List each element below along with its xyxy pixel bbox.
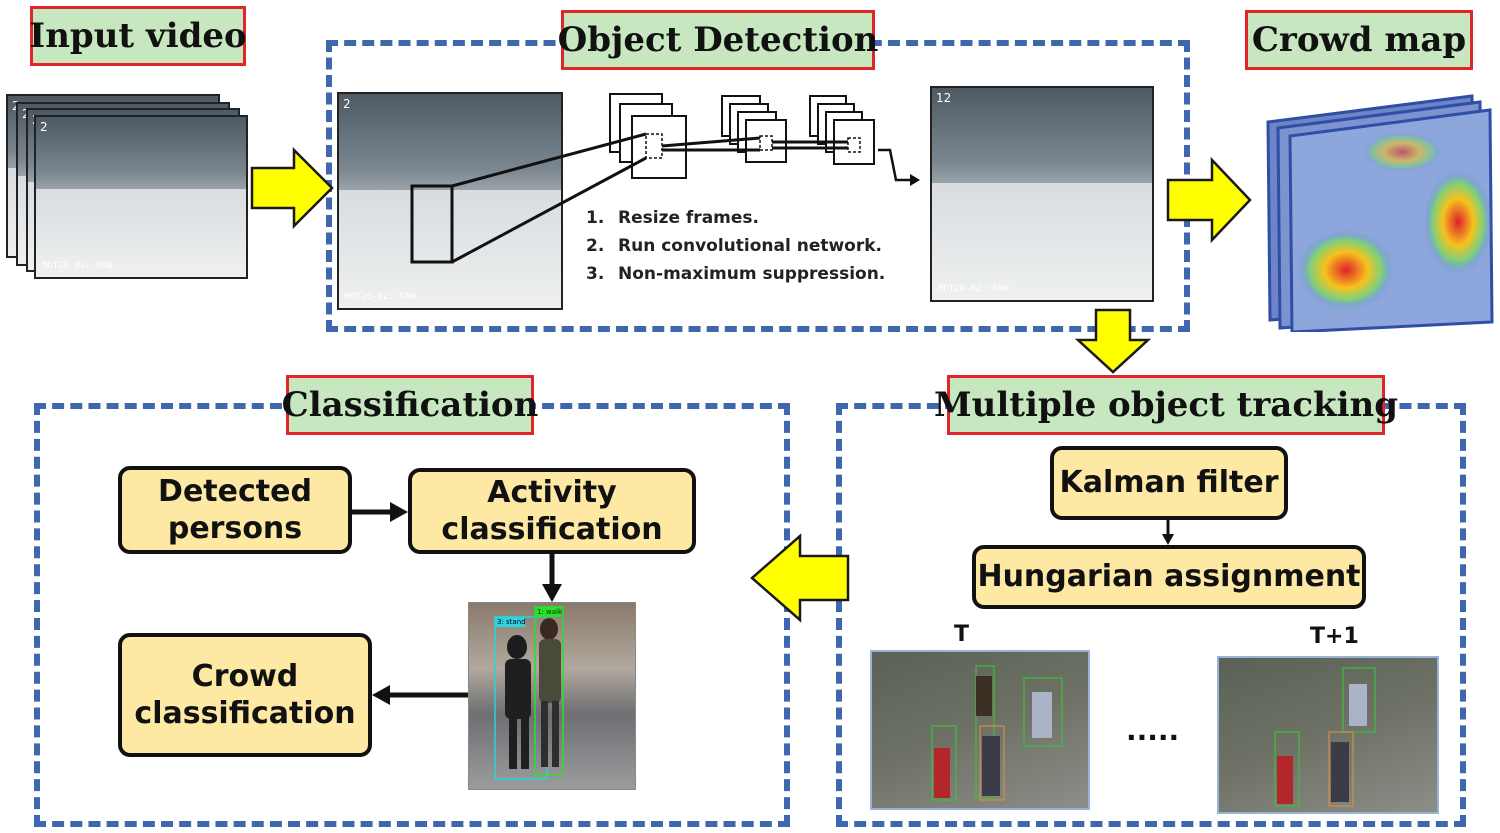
hungarian-assignment-box: Hungarian assignment <box>972 545 1366 609</box>
multiple-object-tracking-title: Multiple object tracking <box>934 375 1398 435</box>
arrow-detection-to-tracking <box>1074 308 1152 374</box>
walk-tag: 1: walk <box>537 608 563 616</box>
stand-tag: 3: stand <box>497 618 526 626</box>
t-label: T <box>954 622 970 647</box>
step-3: 3.Non-maximum suppression. <box>586 264 886 284</box>
step-1: 1.Resize frames. <box>586 208 759 228</box>
arrow-detection-to-crowd-map <box>1166 156 1252 244</box>
detection-input-frame: 2 MOT20-02: RAW <box>337 92 563 310</box>
step-2: 2.Run convolutional network. <box>586 236 883 256</box>
kalman-filter-box: Kalman filter <box>1050 446 1288 520</box>
input-video-title: Input video <box>29 6 247 66</box>
object-detection-title: Object Detection <box>558 10 878 70</box>
input-frame-front: 2 MOT20-02: RAW <box>34 115 248 279</box>
tracking-frame-t <box>870 650 1090 810</box>
t-plus-1-label: T+1 <box>1310 624 1359 649</box>
arrow-tracking-to-classification <box>750 533 850 623</box>
detection-steps: 1.Resize frames. 2.Run convolutional net… <box>586 204 885 288</box>
activity-image: 3: stand 1: walk <box>468 602 636 790</box>
classification-title: Classification <box>282 375 538 435</box>
crowd-map-stack <box>1262 92 1494 334</box>
detection-output-frame: 12 MOT20-02: RAW <box>930 86 1154 302</box>
ellipsis: ..... <box>1126 714 1180 747</box>
cnn-diagram <box>410 93 920 264</box>
tracking-frame-t-plus-1 <box>1217 656 1439 814</box>
crowd-map-title: Crowd map <box>1245 10 1473 70</box>
arrow-input-to-detection <box>250 146 334 230</box>
